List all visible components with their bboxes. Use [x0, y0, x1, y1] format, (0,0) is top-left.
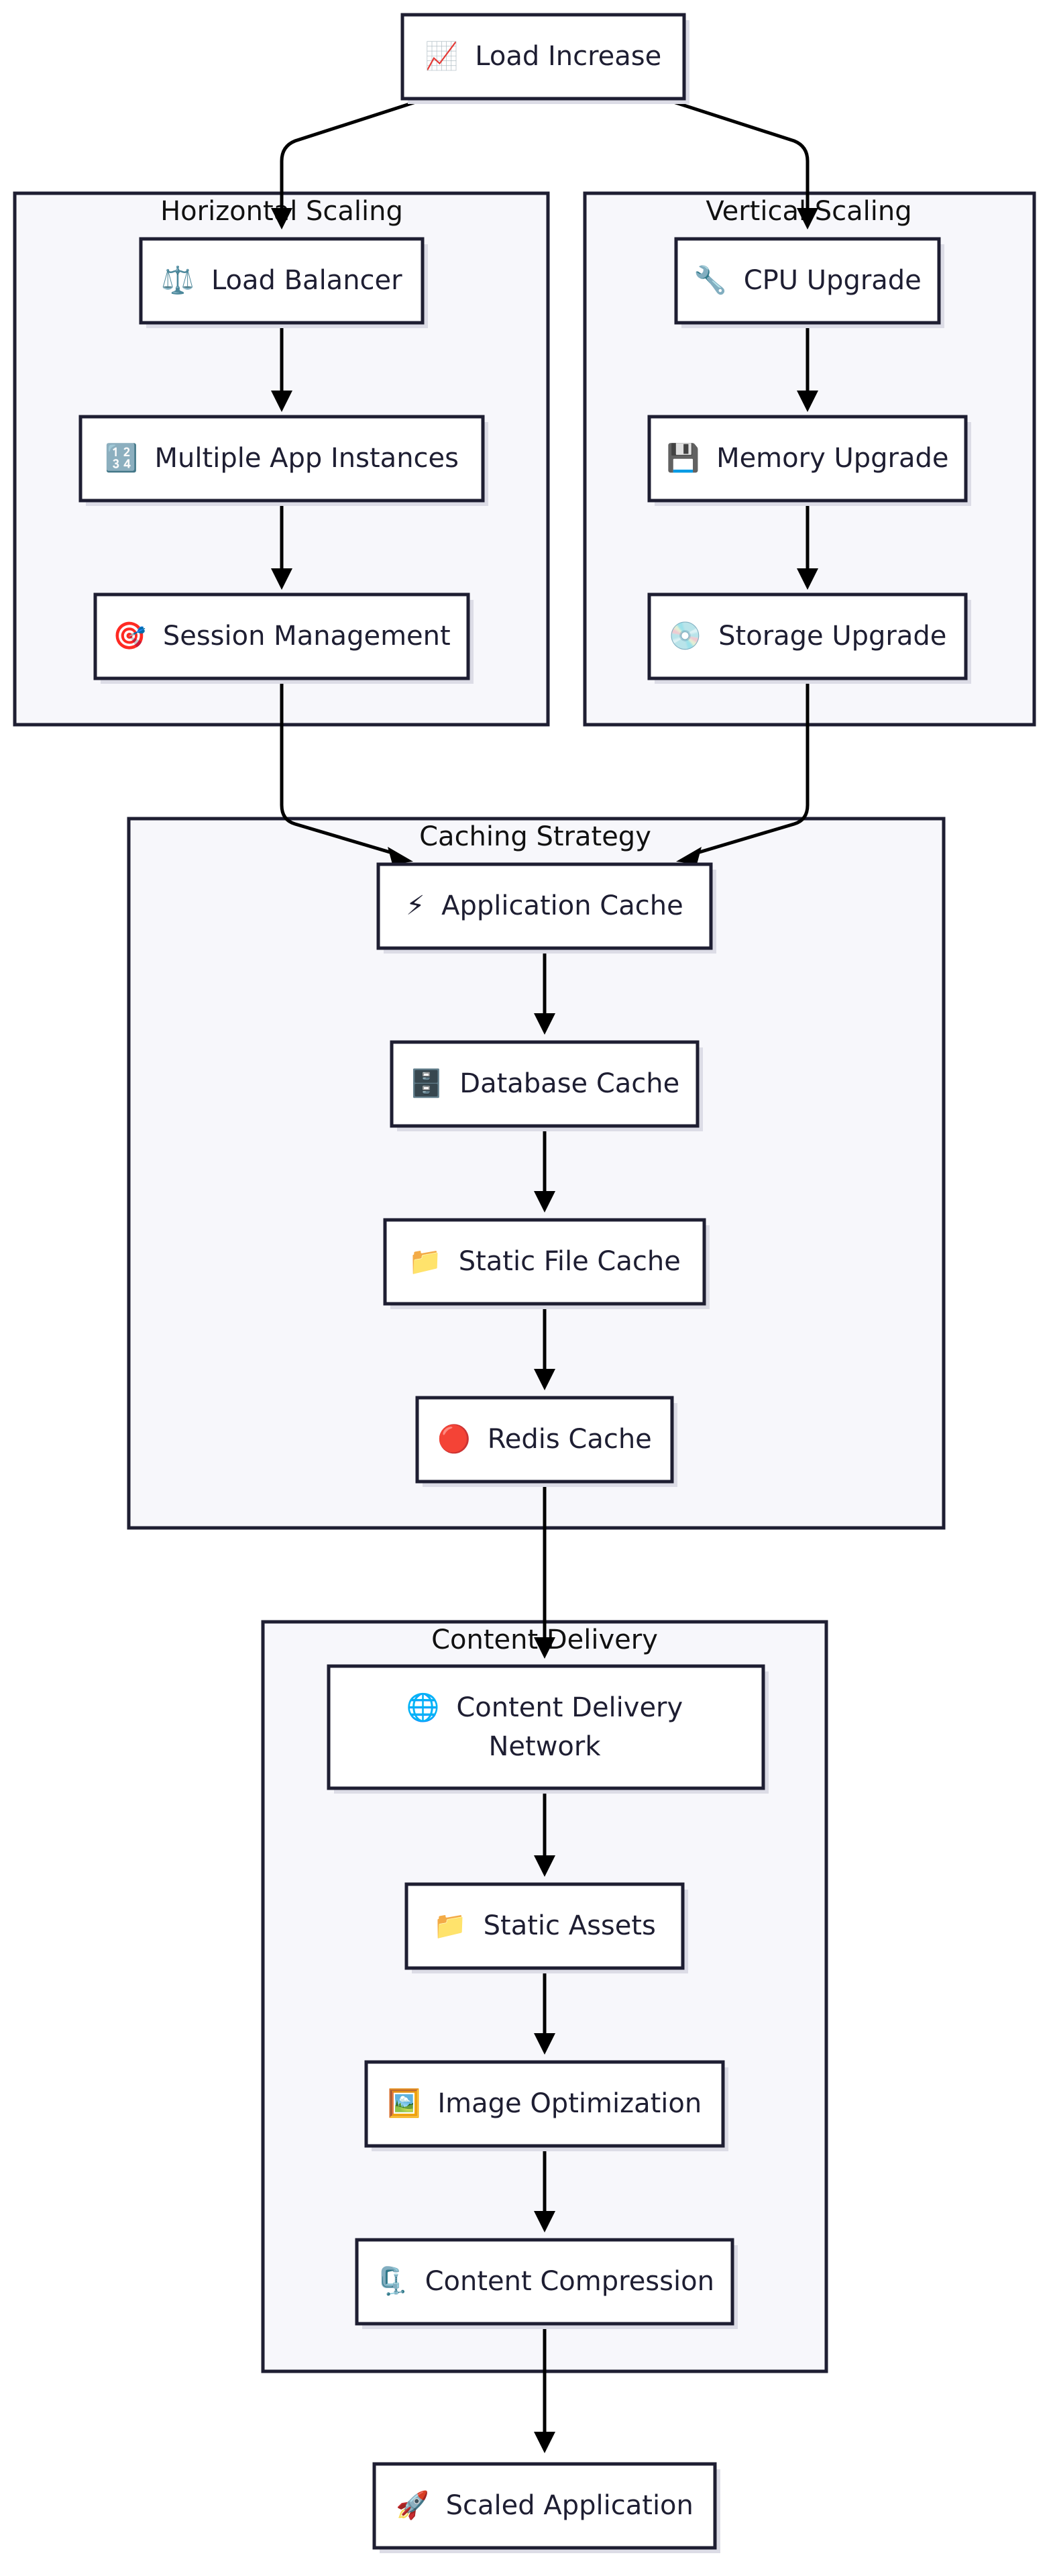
target-icon: 🎯 — [113, 621, 146, 652]
node-storage-upgrade[interactable]: 💿 Storage Upgrade — [647, 593, 971, 684]
node-image-optimization[interactable]: 🖼️ Image Optimization — [364, 2060, 728, 2151]
node-label-content-compression: Content Compression — [425, 2266, 714, 2297]
globe-icon: 🌐 — [406, 1692, 440, 1723]
node-label-session-management: Session Management — [163, 621, 451, 652]
arrow-into-redis — [534, 1369, 555, 1390]
svg-text:🔴 Redis Cache: 🔴 Redis Cache — [437, 1423, 652, 1455]
node-redis-cache[interactable]: 🔴 Redis Cache — [415, 1396, 677, 1487]
edge-load-to-balancer — [280, 99, 421, 213]
edge-storage-to-appcache — [694, 679, 810, 856]
svg-text:🎯 Session Management: 🎯 Session Management — [113, 621, 450, 652]
arrow-into-appcache-right — [676, 847, 702, 864]
svg-text:🌐 Content Delivery: 🌐 Content Delivery — [406, 1692, 683, 1723]
svg-text:🚀 Scaled Application: 🚀 Scaled Application — [396, 2489, 694, 2521]
node-label-load-increase: Load Increase — [475, 41, 661, 72]
node-label-load-balancer: Load Balancer — [211, 265, 402, 296]
arrow-into-session — [271, 568, 292, 590]
node-static-assets[interactable]: 📁 Static Assets — [404, 1882, 688, 1973]
node-label-storage-upgrade: Storage Upgrade — [718, 621, 946, 652]
lightning-icon: ⚡ — [406, 890, 425, 921]
file-cabinet-icon: 🗄️ — [410, 1068, 443, 1099]
node-memory-upgrade[interactable]: 💾 Memory Upgrade — [647, 415, 971, 506]
arrowheads — [271, 208, 818, 2453]
arrow-into-cpu — [797, 208, 818, 229]
node-static-file-cache[interactable]: 📁 Static File Cache — [383, 1218, 710, 1309]
svg-text:📁 Static Assets: 📁 Static Assets — [433, 1910, 656, 1941]
svg-text:💿 Storage Upgrade: 💿 Storage Upgrade — [669, 620, 947, 652]
framed-picture-icon: 🖼️ — [388, 2088, 421, 2119]
arrow-into-filecache — [534, 1191, 555, 1213]
arrow-into-dbcache — [534, 1013, 555, 1035]
node-label-redis-cache: Redis Cache — [488, 1424, 652, 1455]
node-label-cpu-upgrade: CPU Upgrade — [744, 265, 922, 296]
arrow-into-memory — [797, 391, 818, 412]
node-label-database-cache: Database Cache — [459, 1068, 679, 1099]
rocket-icon: 🚀 — [396, 2489, 429, 2521]
chart-increasing-icon: 📈 — [425, 40, 459, 72]
node-content-delivery-network[interactable]: 🌐 Content Delivery Network — [327, 1664, 769, 1794]
svg-text:🔢 Multiple App Instance: 🔢 Multiple App Instances — [105, 442, 459, 474]
arrow-into-cdn — [534, 1637, 555, 1659]
balance-scale-icon: ⚖️ — [161, 264, 195, 296]
arrow-into-image — [534, 2033, 555, 2055]
edges — [280, 99, 810, 2437]
arrow-into-storage — [797, 568, 818, 590]
node-content-compression[interactable]: 🗜️ Content Compression — [355, 2238, 738, 2329]
node-label-memory-upgrade: Memory Upgrade — [716, 443, 948, 474]
node-application-cache[interactable]: ⚡ Application Cache — [376, 862, 716, 954]
node-label-multiple-app-instances: Multiple App Instances — [155, 443, 459, 474]
wrench-icon: 🔧 — [694, 264, 727, 296]
svg-text:🗜️ Content Compression: 🗜️ Content Compression — [375, 2265, 714, 2297]
clamp-icon: 🗜️ — [375, 2265, 408, 2297]
svg-text:🔧 CPU Upgrade: 🔧 CPU Upgrade — [694, 264, 922, 296]
svg-text:⚖️ Load Balancer: ⚖️ Load Balancer — [161, 264, 402, 296]
node-session-management[interactable]: 🎯 Session Management — [93, 593, 474, 684]
arrow-into-balancer — [271, 208, 292, 229]
node-load-balancer[interactable]: ⚖️ Load Balancer — [139, 237, 428, 328]
node-label-static-file-cache: Static File Cache — [459, 1246, 681, 1277]
numbers-icon: 🔢 — [105, 442, 138, 474]
folder-icon: 📁 — [408, 1246, 442, 1277]
svg-text:🗄️ Database Cache: 🗄️ Database Cache — [410, 1068, 680, 1099]
node-multiple-app-instances[interactable]: 🔢 Multiple App Instances — [78, 415, 488, 506]
node-database-cache[interactable]: 🗄️ Database Cache — [390, 1040, 703, 1131]
svg-text:📁 Static File Cache: 📁 Static File Cache — [408, 1246, 681, 1277]
svg-text:🖼️ Image Optimization: 🖼️ Image Optimization — [388, 2088, 702, 2119]
node-label-cdn-line1: Content Delivery — [456, 1692, 683, 1723]
folder-icon: 📁 — [433, 1910, 467, 1941]
node-label-scaled-application: Scaled Application — [446, 2490, 694, 2521]
optical-disc-icon: 💿 — [669, 620, 702, 652]
node-load-increase[interactable]: 📈 Load Increase — [400, 13, 689, 104]
node-label-cdn-line2: Network — [488, 1731, 601, 1762]
group-title-caching: Caching Strategy — [419, 821, 651, 852]
arrow-into-scaled — [534, 2432, 555, 2453]
node-cpu-upgrade[interactable]: 🔧 CPU Upgrade — [674, 237, 944, 328]
svg-text:⚡ Application Cache: ⚡ Application Cache — [406, 890, 683, 921]
arrow-into-compression — [534, 2211, 555, 2232]
node-label-static-assets: Static Assets — [484, 1910, 656, 1941]
node-scaled-application[interactable]: 🚀 Scaled Application — [372, 2462, 720, 2553]
arrow-into-appcache-left — [388, 847, 413, 864]
floppy-disk-icon: 💾 — [667, 442, 700, 474]
arrow-into-static — [534, 1855, 555, 1877]
arrow-into-instances — [271, 391, 292, 412]
svg-text:💾 Memory Upgrade: 💾 Memory Upgrade — [667, 442, 949, 474]
edge-load-to-cpu — [669, 99, 810, 213]
red-circle-icon: 🔴 — [437, 1423, 471, 1455]
node-label-application-cache: Application Cache — [441, 890, 683, 921]
svg-text:📈 Load Increase: 📈 Load Increase — [425, 40, 661, 72]
node-label-image-optimization: Image Optimization — [437, 2088, 702, 2119]
edge-session-to-appcache — [280, 679, 395, 856]
